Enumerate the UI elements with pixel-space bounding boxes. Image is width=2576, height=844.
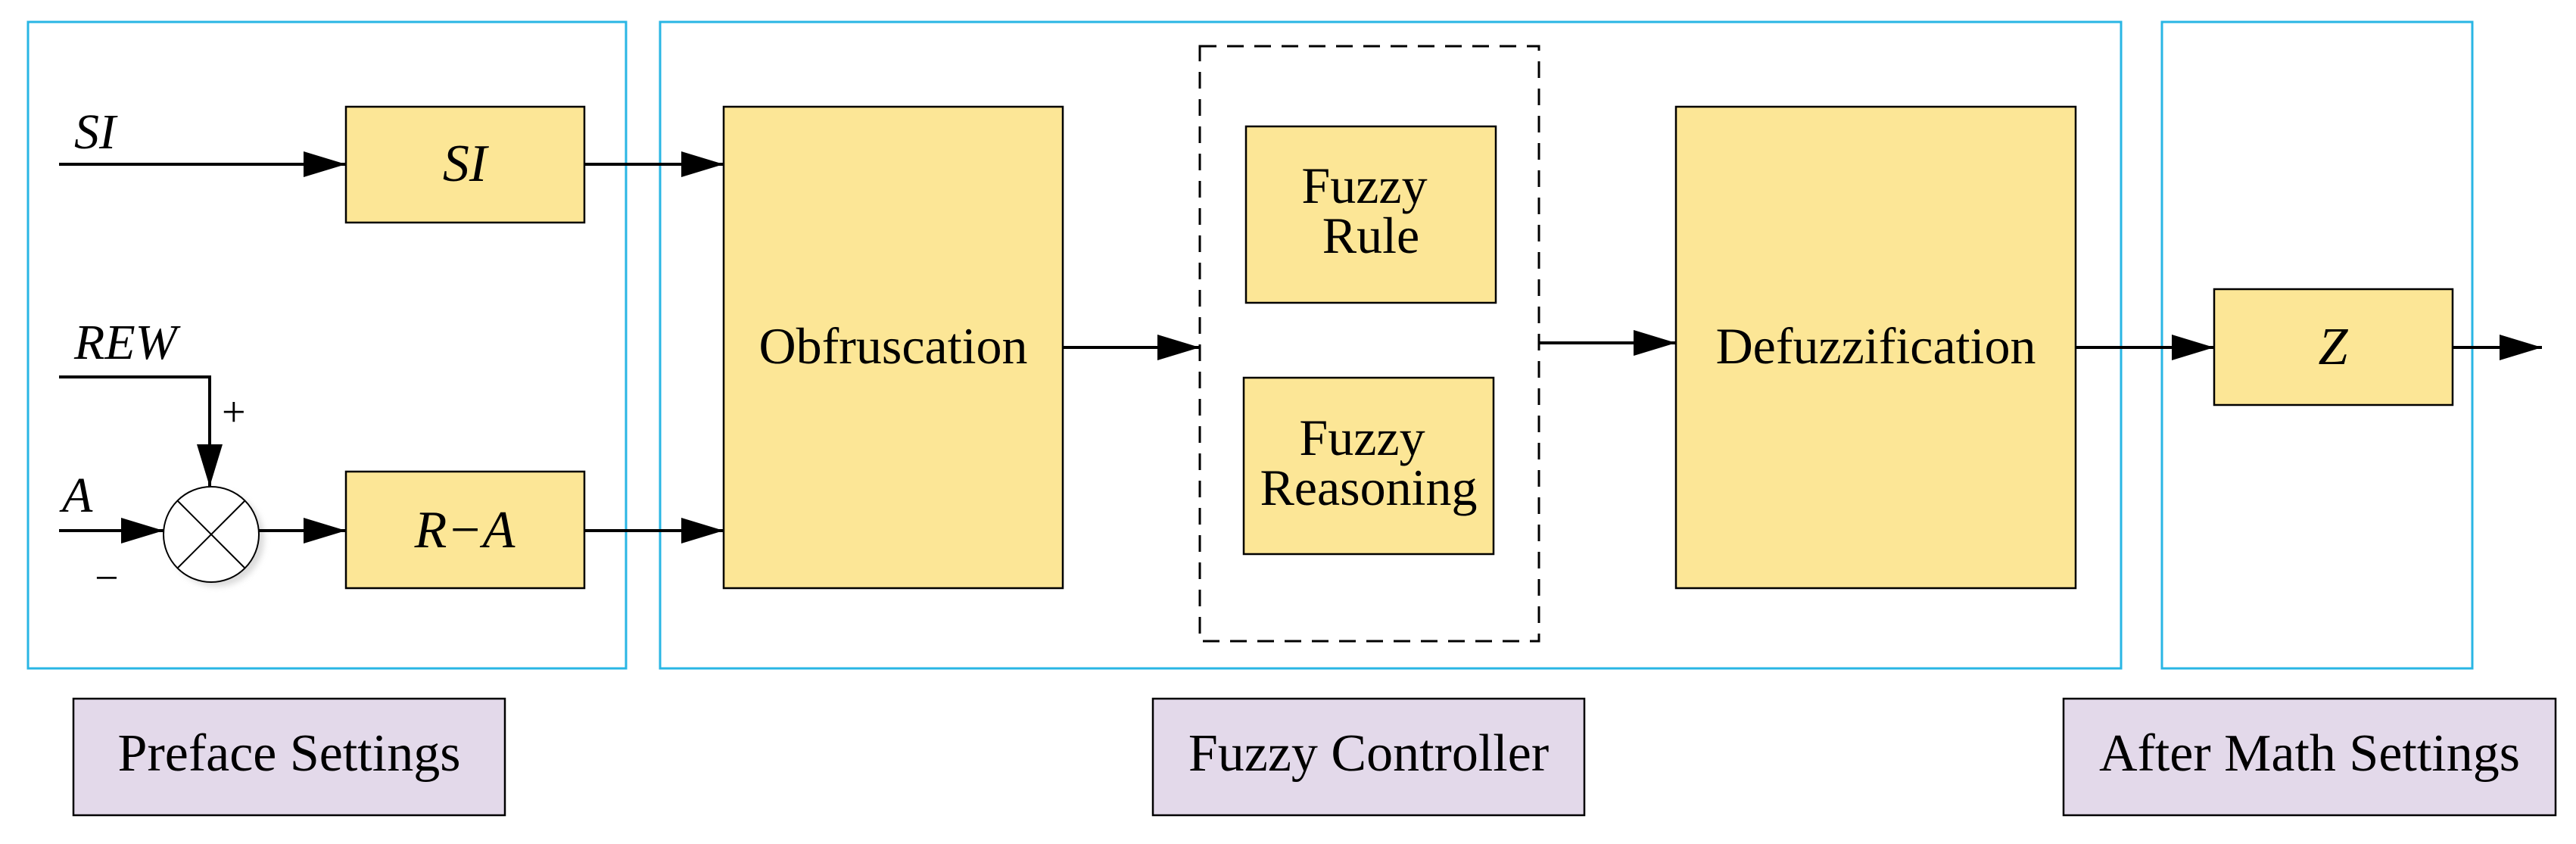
summing-junction-icon — [163, 486, 264, 587]
fuzzy-reasoning-label: Fuzzy Reasoning — [1260, 409, 1477, 516]
preface-caption-box — [72, 697, 506, 817]
controller-caption: Fuzzy Controller — [1188, 724, 1549, 783]
after-caption-box — [2062, 697, 2557, 817]
fuzzy-rule-line-1: Fuzzy — [1301, 157, 1427, 214]
after-caption: After Math Settings — [2099, 724, 2520, 783]
si-block — [344, 105, 586, 224]
rew-input-arrow — [59, 375, 223, 487]
z-block — [2213, 288, 2454, 406]
controller-caption-box — [1151, 697, 1586, 817]
fuzzy-rule-label: Fuzzy Rule — [1301, 157, 1440, 264]
si-input-label: SI — [74, 104, 118, 160]
fuzzy-reasoning-line-2: Reasoning — [1260, 459, 1477, 516]
connections — [59, 151, 2542, 543]
fuzzy-rule-line-2: Rule — [1322, 207, 1419, 264]
si-block-label: SI — [443, 135, 490, 193]
preface-caption: Preface Settings — [118, 724, 461, 783]
obfuscation-label: Obfruscation — [758, 317, 1027, 375]
rew-input-label: REW — [73, 315, 181, 370]
controller-group-border — [659, 20, 2123, 670]
defuzzification-block — [1674, 105, 2077, 590]
a-input-label: A — [59, 468, 93, 523]
z-block-label: Z — [2319, 318, 2349, 376]
fuzzy-rule-block — [1244, 125, 1497, 304]
preface-group-border — [26, 20, 628, 670]
after-group-border — [2160, 20, 2474, 670]
plus-sign: + — [222, 389, 246, 436]
obfuscation-block — [722, 105, 1064, 590]
fuzzy-reasoning-line-1: Fuzzy — [1299, 409, 1425, 466]
defuzzification-label: Defuzzification — [1716, 317, 2036, 375]
fuzzy-reasoning-block — [1242, 376, 1495, 556]
r-minus-a-block-label: R−A — [414, 501, 516, 559]
minus-sign: − — [95, 555, 119, 602]
